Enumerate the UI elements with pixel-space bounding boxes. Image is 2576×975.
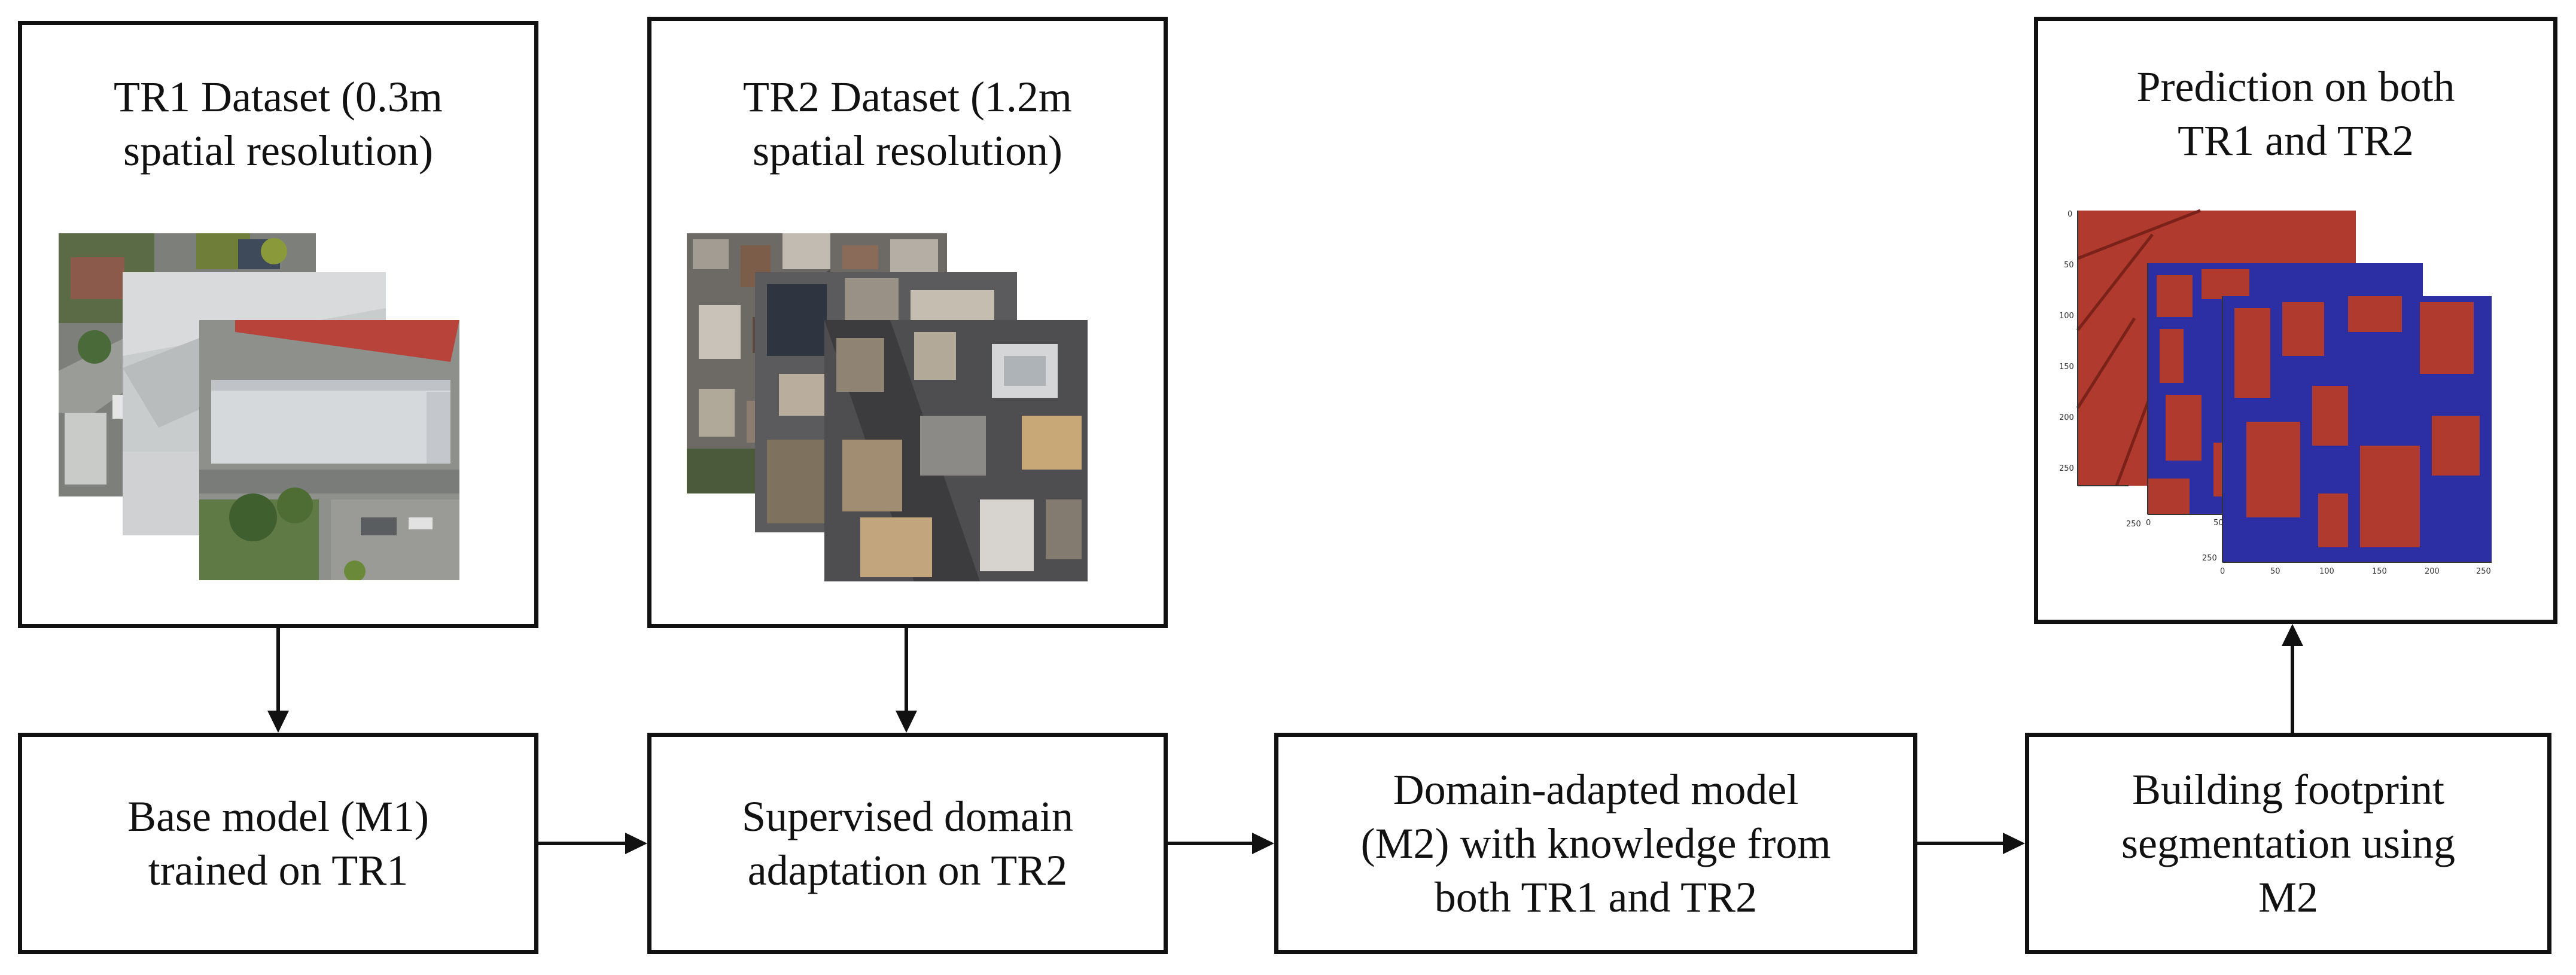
base-model-text: Base model (M1) trained on TR1 bbox=[22, 737, 534, 950]
prediction-front-xtick: 250 bbox=[2476, 567, 2491, 576]
segmentation-text: Building footprint segmentation using M2 bbox=[2029, 737, 2547, 950]
prediction-mid-xtick: 50 bbox=[2213, 519, 2224, 528]
tr2-title-line2: spatial resolution) bbox=[753, 127, 1062, 175]
prediction-front-xtick: 200 bbox=[2425, 567, 2440, 576]
base-model-line2: trained on TR1 bbox=[148, 846, 409, 894]
base-model-line1: Base model (M1) bbox=[127, 793, 429, 840]
prediction-back-ytick: 100 bbox=[2059, 312, 2074, 321]
arrowhead bbox=[896, 711, 917, 733]
prediction-back-ytick: 200 bbox=[2059, 413, 2074, 422]
tr2-dataset-title: TR2 Dataset (1.2m spatial resolution) bbox=[651, 70, 1164, 178]
arrowhead bbox=[1252, 833, 1274, 854]
prediction-front-xtick: 150 bbox=[2372, 567, 2387, 576]
prediction-title-line2: TR1 and TR2 bbox=[2178, 117, 2414, 164]
domain-adapted-line2: (M2) with knowledge from bbox=[1360, 819, 1831, 867]
domain-adapted-line3: both TR1 and TR2 bbox=[1434, 873, 1758, 921]
prediction-front-xtick: 100 bbox=[2319, 567, 2334, 576]
prediction-front-ytick: 250 bbox=[2202, 554, 2217, 563]
prediction-back-ytick: 0 bbox=[2068, 210, 2072, 219]
tr1-title-line1: TR1 Dataset (0.3m bbox=[114, 73, 443, 121]
domain-adapted-line1: Domain-adapted model bbox=[1393, 766, 1799, 813]
supervised-line1: Supervised domain bbox=[742, 793, 1073, 840]
supervised-adaptation-text: Supervised domain adaptation on TR2 bbox=[651, 737, 1164, 950]
segmentation-line2: segmentation using bbox=[2121, 819, 2455, 867]
arrowhead bbox=[267, 711, 289, 733]
tr2-title-line1: TR2 Dataset (1.2m bbox=[743, 73, 1072, 121]
prediction-title: Prediction on both TR1 and TR2 bbox=[2038, 60, 2553, 167]
domain-adapted-model-box: Domain-adapted model (M2) with knowledge… bbox=[1274, 733, 1917, 954]
prediction-mid-ytick: 250 bbox=[2126, 520, 2141, 529]
prediction-title-line1: Prediction on both bbox=[2136, 63, 2455, 111]
arrowhead bbox=[2282, 624, 2303, 646]
prediction-mid-xtick: 0 bbox=[2146, 519, 2151, 528]
supervised-line2: adaptation on TR2 bbox=[747, 846, 1068, 894]
prediction-back-ytick: 250 bbox=[2059, 464, 2074, 473]
prediction-back-ytick: 50 bbox=[2064, 261, 2074, 270]
tr1-title-line2: spatial resolution) bbox=[123, 127, 433, 175]
arrowhead bbox=[2003, 833, 2025, 854]
domain-adapted-model-text: Domain-adapted model (M2) with knowledge… bbox=[1278, 737, 1913, 950]
tr1-dataset-title: TR1 Dataset (0.3m spatial resolution) bbox=[22, 70, 534, 178]
prediction-mask-front: 250 0 50 100 150 200 250 bbox=[2202, 296, 2492, 577]
base-model-box: Base model (M1) trained on TR1 bbox=[18, 733, 538, 954]
supervised-adaptation-box: Supervised domain adaptation on TR2 bbox=[647, 733, 1168, 954]
tr1-aerial-tile-front bbox=[199, 320, 459, 580]
prediction-front-xtick: 0 bbox=[2220, 567, 2225, 576]
prediction-front-xtick: 50 bbox=[2270, 567, 2280, 576]
prediction-back-ytick: 150 bbox=[2059, 362, 2074, 371]
tr2-aerial-tile-front bbox=[824, 320, 1088, 581]
segmentation-box: Building footprint segmentation using M2 bbox=[2025, 733, 2551, 954]
segmentation-line3: M2 bbox=[2258, 873, 2319, 921]
segmentation-line1: Building footprint bbox=[2132, 766, 2444, 813]
arrowhead bbox=[625, 833, 647, 854]
